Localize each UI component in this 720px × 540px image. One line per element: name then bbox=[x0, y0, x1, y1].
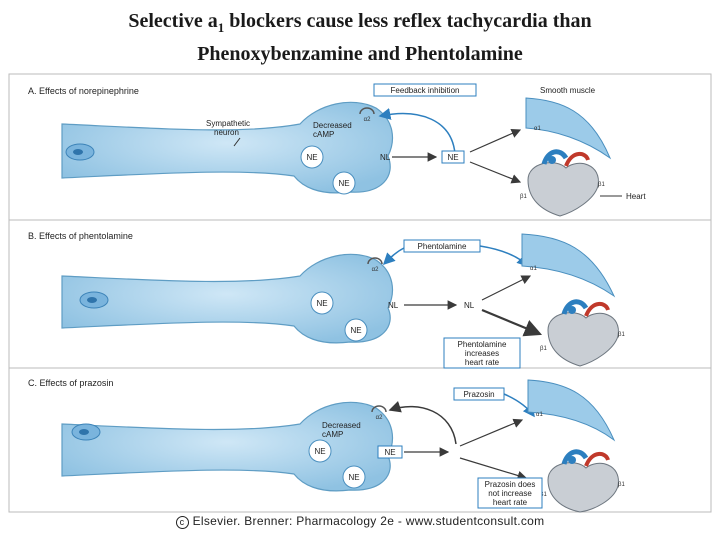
alpha2-receptor bbox=[359, 107, 375, 115]
beta1-label: β1 bbox=[540, 492, 547, 498]
heart-icon bbox=[547, 449, 619, 513]
drug-arrow bbox=[382, 247, 405, 266]
feedback-arrow bbox=[378, 108, 456, 155]
nl-label: NL bbox=[388, 301, 399, 310]
heart-icon bbox=[527, 149, 599, 217]
ne-label: NE bbox=[316, 299, 327, 308]
panel-b-heading: B. Effects of phentolamine bbox=[28, 231, 133, 241]
arrow-to-heart bbox=[481, 308, 543, 337]
leader-line bbox=[233, 137, 241, 147]
vesicle bbox=[300, 145, 324, 169]
alpha1-label: α1 bbox=[530, 266, 537, 272]
nl-label: NL bbox=[464, 301, 475, 310]
ne-box bbox=[441, 150, 465, 164]
alpha1-label: α1 bbox=[534, 126, 541, 132]
prazosin-label: Prazosin bbox=[463, 390, 494, 399]
smooth-muscle bbox=[527, 379, 616, 442]
arrow-to-heart bbox=[469, 161, 522, 184]
panel-c-heading: C. Effects of prazosin bbox=[28, 378, 113, 388]
title-line-1: Selective a1 blockers cause less reflex … bbox=[128, 10, 592, 35]
beta1-label: β1 bbox=[598, 182, 605, 188]
neuron-shape bbox=[61, 101, 394, 194]
title-line-2: Phenoxybenzamine and Phentolamine bbox=[197, 43, 523, 65]
drug-arrow bbox=[479, 245, 530, 268]
alpha1-label: α1 bbox=[536, 412, 543, 418]
feedback-arrow bbox=[388, 400, 457, 445]
beta1-label: β1 bbox=[520, 194, 527, 200]
vesicle bbox=[342, 465, 366, 489]
panel-b: B. Effects of phentolamine NE NE α2 NL P… bbox=[28, 231, 625, 369]
ne-label: NE bbox=[384, 448, 395, 457]
beta1-label: β1 bbox=[540, 346, 547, 352]
feedback-box bbox=[373, 83, 477, 97]
neuron-shape bbox=[61, 253, 394, 344]
copyright-icon: c bbox=[175, 516, 189, 529]
alpha2-label: α2 bbox=[364, 117, 371, 123]
vesicle bbox=[308, 439, 332, 463]
alpha2-label: α2 bbox=[372, 267, 379, 273]
ne-label: NE bbox=[338, 179, 349, 188]
drug-arrow bbox=[503, 393, 535, 418]
smooth-muscle bbox=[521, 233, 616, 298]
vesicle bbox=[332, 171, 356, 195]
effect-box bbox=[477, 477, 543, 509]
panel-a: A. Effects of norepinephrine NE NE α2 De… bbox=[28, 83, 646, 217]
vesicle bbox=[310, 291, 334, 315]
alpha2-receptor bbox=[371, 405, 387, 413]
ne-label: NE bbox=[447, 153, 458, 162]
ne-label: NE bbox=[348, 473, 359, 482]
arrow-to-muscle bbox=[469, 128, 522, 153]
figure-frame bbox=[8, 73, 712, 513]
ne-label: NE bbox=[314, 447, 325, 456]
heart-label: Heart bbox=[626, 192, 646, 201]
smooth-muscle bbox=[525, 97, 612, 160]
footer-text: Elsevier. Brenner: Pharmacology 2e - www… bbox=[192, 514, 545, 528]
vesicle bbox=[344, 318, 368, 342]
phentolamine-label: Phentolamine bbox=[418, 242, 467, 251]
heart-icon bbox=[547, 299, 619, 367]
ne-label: NE bbox=[306, 153, 317, 162]
beta1-label: β1 bbox=[618, 482, 625, 488]
slide-title: Selective a1 blockers cause less reflex … bbox=[0, 8, 720, 67]
nl-label: NL bbox=[380, 153, 391, 162]
smooth-muscle-label: Smooth muscle bbox=[540, 86, 596, 95]
panel-c: C. Effects of prazosin NE NE α2 Decrease… bbox=[28, 378, 625, 513]
feedback-label: Feedback inhibition bbox=[391, 86, 460, 95]
arrow-to-muscle bbox=[481, 275, 532, 301]
ne-box bbox=[377, 445, 403, 459]
ne-label: NE bbox=[350, 326, 361, 335]
arrow-to-muscle bbox=[459, 418, 524, 447]
alpha2-receptor bbox=[367, 257, 383, 265]
beta1-label: β1 bbox=[618, 332, 625, 338]
alpha2-label: α2 bbox=[376, 415, 383, 421]
effect-box bbox=[443, 337, 521, 369]
panel-a-heading: A. Effects of norepinephrine bbox=[28, 86, 139, 96]
arrow-to-heart bbox=[459, 457, 528, 481]
